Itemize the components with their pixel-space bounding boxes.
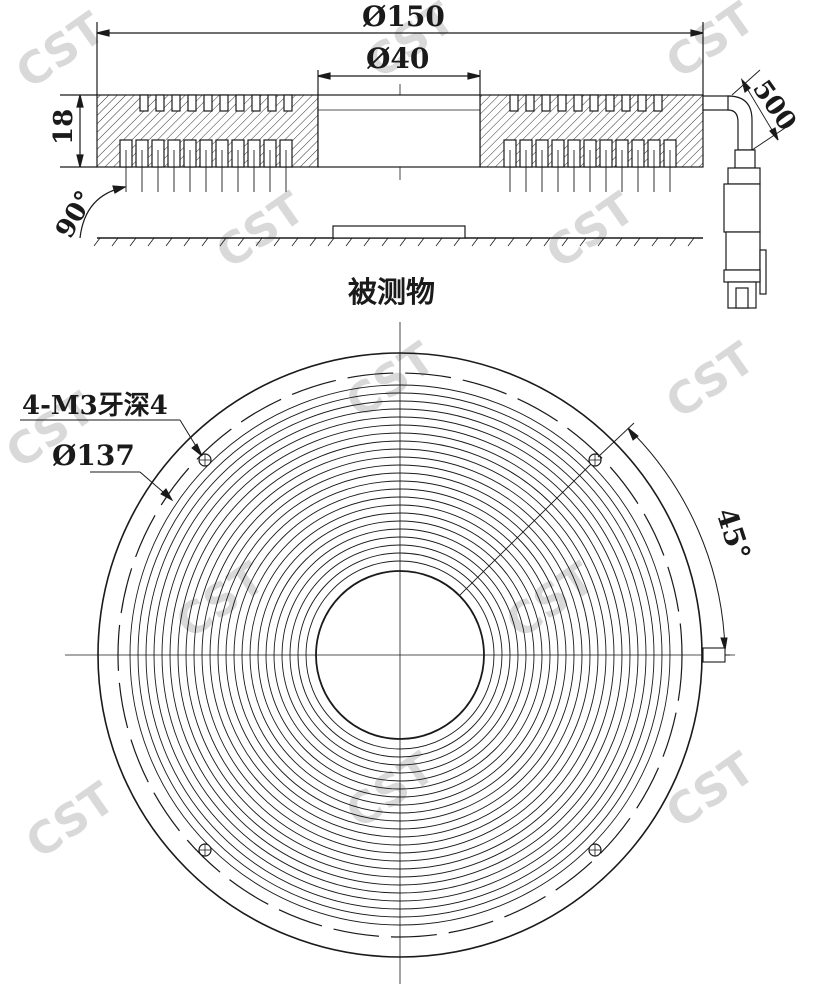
hole-spec-label: 4-M3牙深4 bbox=[22, 391, 168, 421]
svg-text:CST: CST bbox=[7, 3, 114, 99]
object-label: 被测物 bbox=[348, 275, 435, 309]
svg-text:CST: CST bbox=[207, 183, 314, 279]
top-view bbox=[20, 322, 735, 984]
svg-text:CST: CST bbox=[657, 0, 764, 89]
svg-text:CST: CST bbox=[657, 743, 764, 839]
inner-diameter-label: Ø40 bbox=[366, 42, 429, 75]
svg-text:CST: CST bbox=[167, 553, 274, 649]
outer-diameter-label: Ø150 bbox=[362, 0, 445, 33]
svg-text:CST: CST bbox=[337, 743, 444, 839]
svg-text:CST: CST bbox=[17, 773, 124, 869]
svg-text:CST: CST bbox=[337, 333, 444, 429]
hole-angle-label: 45° bbox=[709, 504, 757, 565]
height-label: 18 bbox=[49, 109, 79, 145]
mount-circle-label: Ø137 bbox=[52, 439, 135, 472]
cable-length-label: 500 bbox=[746, 75, 802, 137]
svg-text:CST: CST bbox=[657, 333, 764, 429]
cable-connector bbox=[702, 69, 786, 309]
svg-text:CST: CST bbox=[537, 183, 644, 279]
angle-side-label: 90° bbox=[50, 186, 101, 244]
side-view bbox=[60, 22, 704, 247]
